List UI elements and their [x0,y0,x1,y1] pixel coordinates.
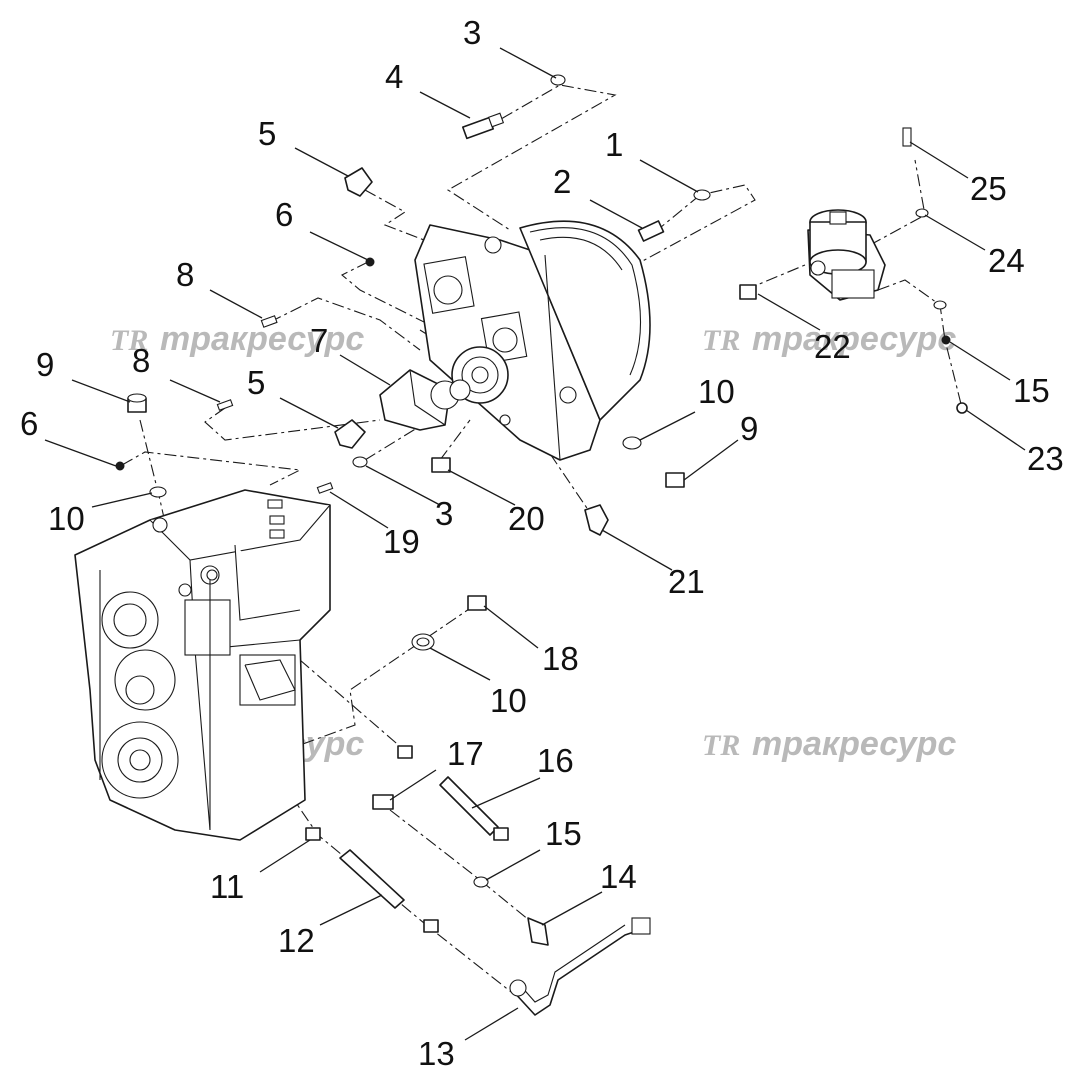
callout-6-top: 6 [275,196,293,233]
watermark-right-top: TR тракресурс [702,320,956,358]
clip-14 [527,917,549,946]
callout-9-right: 9 [740,410,758,447]
washer-3-mid [352,456,368,468]
bolt-2 [637,220,665,242]
callout-15-lower: 15 [545,815,582,852]
callout-8-top: 8 [176,256,194,293]
fitting-5-mid [334,419,366,449]
gearbox-housing [74,489,331,841]
hardware [115,74,968,946]
callout-7: 7 [310,322,328,359]
svg-text:тракресурс: тракресурс [160,320,364,358]
callout-13: 13 [418,1035,455,1072]
plug-20 [431,457,451,473]
plug-9-right [665,472,685,488]
nut-23 [956,402,968,414]
callout-14: 14 [600,858,637,895]
nut-15-right [941,335,951,345]
nut-11 [305,827,321,841]
bolt-25 [902,127,912,147]
callout-19: 19 [383,523,420,560]
svg-text:тракресурс: тракресурс [752,725,956,763]
filter-assembly [807,209,886,301]
bolt-4 [461,116,495,140]
callout-10-right: 10 [698,373,735,410]
pipe-16 [439,776,499,836]
elbow-21 [584,504,609,536]
plug-6-left [115,461,125,471]
washer-10-right [622,436,642,450]
callout-4: 4 [385,58,403,95]
part-7-shaft [379,369,471,431]
plug-22 [739,284,757,300]
callout-labels: 3 4 1 2 5 6 8 7 9 8 5 6 10 3 19 20 21 10… [20,14,1064,1072]
bolt-19 [316,482,334,494]
callout-15-right: 15 [1013,372,1050,409]
callout-6-left: 6 [20,405,38,442]
callout-5-mid: 5 [247,364,265,401]
callout-5-top: 5 [258,115,276,152]
callout-3-top: 3 [463,14,481,51]
nut-upper [397,745,413,759]
fitting-5-top [344,167,373,197]
plug-18 [467,595,487,611]
callout-12: 12 [278,922,315,959]
callout-8-lower: 8 [132,342,150,379]
nut-16-end [493,827,509,841]
watermark-right-bottom: TR тракресурс [702,725,956,763]
washer-15-right-top [933,300,947,310]
pipe-12 [339,849,405,909]
svg-text:TR: TR [702,729,740,762]
svg-text:TR: TR [702,324,740,357]
callout-17: 17 [447,735,484,772]
bolt-8-top [260,315,278,328]
washer-15-lower [473,876,489,888]
callout-21: 21 [668,563,705,600]
callout-16: 16 [537,742,574,779]
svg-text:тракресурс: тракресурс [752,320,956,358]
bolt-8-lower [216,399,234,411]
callout-10-left: 10 [48,500,85,537]
washer-1 [693,189,711,201]
callout-10-lower: 10 [490,682,527,719]
callout-24: 24 [988,242,1025,279]
bolt-17 [372,794,394,810]
watermark-left: TR тракресурс [110,320,364,358]
callout-11: 11 [210,868,244,905]
callout-20: 20 [508,500,545,537]
callout-18: 18 [542,640,579,677]
transfer-housing [414,220,651,461]
callout-9-left: 9 [36,346,54,383]
callout-25: 25 [970,170,1007,207]
callout-22: 22 [814,328,851,365]
callout-2: 2 [553,163,571,200]
nut-12-end [423,919,439,933]
callout-3-mid: 3 [435,495,453,532]
washer-10-left [149,486,167,498]
callout-1: 1 [605,126,623,163]
svg-text:TR: TR [110,324,148,357]
pipe-13 [509,917,651,1016]
callout-23: 23 [1027,440,1064,477]
leader-lines [44,47,1026,1041]
